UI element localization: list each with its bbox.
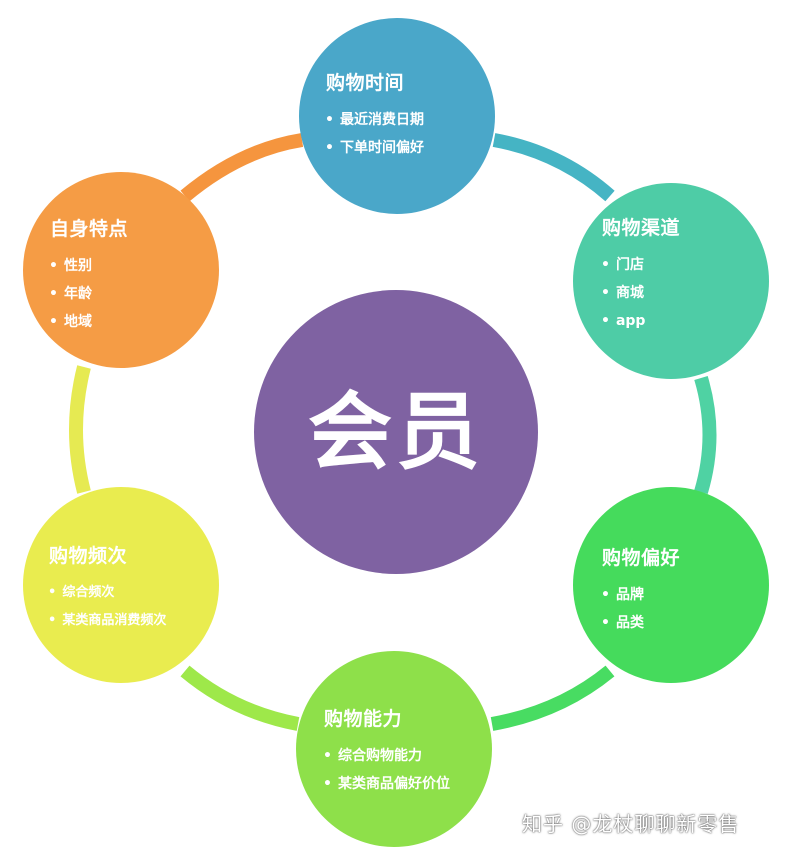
list-item: 地域 [49, 308, 92, 336]
list-item: 性别 [49, 252, 92, 280]
node-title: 购物能力 [324, 708, 403, 730]
node-title: 购物偏好 [602, 547, 681, 569]
node-item-list: 门店 商城 app [601, 251, 646, 335]
list-item: 最近消费日期 [325, 106, 424, 134]
list-item: 综合频次 [48, 579, 166, 607]
list-item: app [601, 307, 646, 335]
node-shopping-frequency: 购物频次 综合频次 某类商品消费频次 [23, 487, 219, 683]
node-shopping-ability: 购物能力 综合购物能力 某类商品偏好价位 [296, 651, 492, 847]
node-title: 自身特点 [50, 218, 129, 240]
list-item: 门店 [601, 251, 645, 279]
node-self-traits: 自身特点 性别 年龄 地域 [23, 172, 219, 368]
list-item: 下单时间偏好 [325, 134, 424, 162]
node-shopping-time: 购物时间 最近消费日期 下单时间偏好 [299, 18, 495, 214]
list-item: 商城 [601, 279, 645, 307]
node-item-list: 综合频次 某类商品消费频次 [48, 579, 166, 635]
list-item: 品牌 [601, 581, 644, 609]
node-item-list: 品牌 品类 [601, 581, 644, 637]
ring-arc-freq-self [69, 365, 91, 494]
ring-arc-pref-ability [490, 665, 615, 731]
node-title: 购物频次 [49, 545, 128, 567]
list-item: 某类商品偏好价位 [323, 770, 450, 798]
ring-arc-time-channel [492, 133, 615, 202]
ring-arc-ability-freq [180, 665, 300, 731]
list-item: 品类 [601, 609, 644, 637]
node-title: 购物渠道 [602, 217, 681, 239]
node-item-list: 性别 年龄 地域 [49, 252, 92, 336]
node-shopping-channel: 购物渠道 门店 商城 app [573, 183, 769, 379]
node-item-list: 最近消费日期 下单时间偏好 [325, 106, 424, 162]
list-item: 某类商品消费频次 [48, 607, 166, 635]
watermark: 知乎 @龙杖聊聊新零售 [522, 812, 740, 836]
node-item-list: 综合购物能力 某类商品偏好价位 [323, 742, 450, 798]
list-item: 年龄 [49, 280, 92, 308]
center-member-circle: 会员 [254, 290, 538, 574]
center-label: 会员 [307, 383, 484, 481]
ring-arc-channel-pref [694, 376, 717, 494]
node-title: 购物时间 [326, 72, 405, 94]
node-shopping-preference: 购物偏好 品牌 品类 [573, 487, 769, 683]
ring-arc-self-time [180, 133, 304, 202]
list-item: 综合购物能力 [323, 742, 450, 770]
